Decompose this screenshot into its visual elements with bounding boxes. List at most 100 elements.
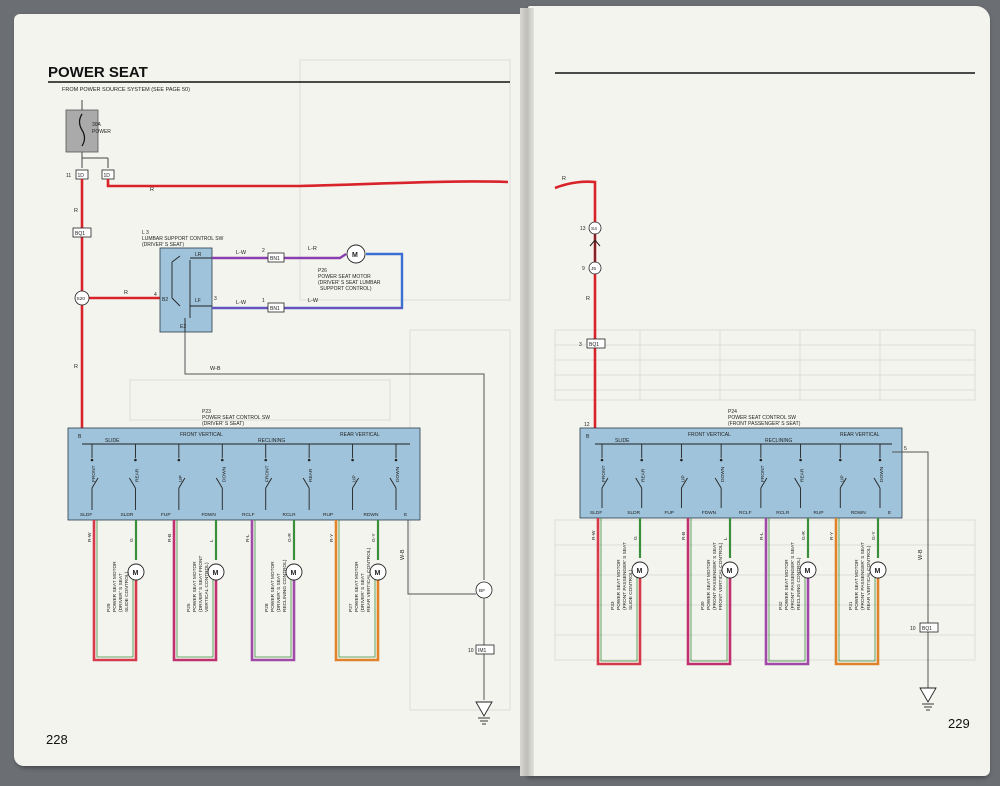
right-motor-label: P31 bbox=[848, 601, 854, 610]
right-motor-label: P30 bbox=[700, 601, 706, 610]
left-sw-blade bbox=[265, 477, 273, 489]
wire-label-lw: L-W bbox=[236, 250, 247, 256]
right-motor-label: P33 bbox=[610, 601, 616, 610]
right-sw-terminal-label: E bbox=[888, 510, 891, 516]
fuse-id: 30A bbox=[92, 122, 102, 128]
left-sw-blade bbox=[178, 477, 186, 489]
right-wire-label-r: R bbox=[562, 176, 566, 182]
right-sw-terminal-label: RUP bbox=[814, 510, 824, 516]
right-motor-wire-inner bbox=[600, 518, 638, 662]
lumbar-motor-sub: (DRIVER' S SEAT LUMBAR bbox=[318, 280, 381, 286]
left-sw-name: POWER SEAT CONTROL SW bbox=[202, 415, 270, 421]
lumbar-conn-bot-label: BN1 bbox=[270, 306, 280, 312]
left-sw-terminal-label: RDWN bbox=[364, 512, 379, 518]
right-motor-wire-inner bbox=[838, 518, 876, 662]
lumbar-ground-wire bbox=[184, 332, 485, 580]
main-power-wires-left bbox=[80, 179, 509, 428]
left-motor-wire-loop bbox=[334, 520, 380, 662]
left-motor-m: M bbox=[213, 570, 219, 577]
fuse-conn-left-label: 1D bbox=[78, 173, 85, 179]
left-motor-wire-label: R-Y bbox=[329, 533, 335, 542]
left-motor-label: P27 bbox=[348, 603, 354, 612]
left-motor-wire-label: G-Y bbox=[371, 533, 377, 542]
fuse-name: POWER bbox=[92, 129, 111, 135]
right-motor-icon bbox=[721, 561, 739, 579]
left-sw-position-label: FRONT bbox=[91, 465, 97, 482]
fuse-pin-left: 11 bbox=[66, 173, 71, 179]
right-motor-label: POWER SEAT MOTOR bbox=[706, 559, 712, 610]
lumbar-motor-icon bbox=[346, 244, 366, 264]
left-motor-m: M bbox=[375, 570, 381, 577]
left-sw-position-label: DOWN bbox=[395, 466, 401, 482]
right-sw-top-pin-num: 12 bbox=[584, 422, 590, 428]
junction-bf-label: BF bbox=[479, 588, 485, 594]
left-motor-wire-loop bbox=[92, 520, 138, 662]
right-sw-ground-wire bbox=[892, 451, 929, 690]
left-motor-wire-label: R-B bbox=[167, 534, 173, 542]
right-sw-group-rec: RECLINING bbox=[765, 438, 792, 444]
right-ground-symbol-icon bbox=[919, 687, 937, 703]
right-sw-terminal-label: RCLF bbox=[739, 510, 752, 516]
right-motor-wire-loop bbox=[596, 518, 642, 666]
right-sw-contact-dot bbox=[719, 458, 723, 462]
left-motor-label: POWER SEAT MOTOR bbox=[354, 561, 360, 612]
lumbar-switch-sub: (DRIVER' S SEAT) bbox=[142, 242, 184, 248]
left-sw-position-label: DOWN bbox=[221, 466, 227, 482]
right-motor-wire-inner bbox=[690, 518, 728, 662]
lumbar-conn-bot bbox=[267, 302, 285, 313]
left-motor-wire-inner bbox=[176, 520, 214, 658]
lumbar-conn-top bbox=[267, 252, 285, 263]
left-sw-terminal-label: RCLR bbox=[283, 512, 297, 518]
left-motor-icon bbox=[285, 563, 303, 581]
lumbar-pin-lf: LF bbox=[195, 298, 201, 304]
left-motor-label: SLIDE CONTROL) bbox=[124, 571, 130, 612]
right-sw-position-label: DOWN bbox=[720, 466, 726, 482]
right-sw-position-label: FRONT bbox=[601, 465, 607, 482]
right-sw-contact-dot bbox=[759, 458, 763, 462]
junction-bq1-left-label: BQ1 bbox=[75, 231, 85, 237]
junction-s4-pin: 13 bbox=[580, 226, 586, 232]
left-sw-contact-dot bbox=[220, 458, 224, 462]
left-sw-position-label: REAR bbox=[308, 468, 314, 482]
left-motor-wire-label: G bbox=[129, 538, 135, 542]
lumbar-switch-contacts bbox=[171, 255, 212, 332]
left-sw-contact-dot bbox=[177, 458, 181, 462]
right-motor-icon bbox=[799, 561, 817, 579]
left-motor-label: (DRIVER' S SEAT bbox=[118, 573, 124, 612]
right-sw-position-label: FRONT bbox=[760, 465, 766, 482]
right-motor-wire-label: R-Y bbox=[829, 531, 835, 540]
lumbar-pin-e2: E2 bbox=[180, 324, 186, 330]
right-sw-position-label: REAR bbox=[641, 468, 647, 482]
right-sw-group-rv: REAR VERTICAL bbox=[840, 432, 880, 438]
left-motor-label: POWER SEAT MOTOR bbox=[192, 561, 198, 612]
lumbar-pin-num-3: 3 bbox=[214, 296, 217, 302]
book-gutter bbox=[520, 8, 534, 776]
right-sw-id: P24 bbox=[728, 409, 737, 415]
right-sw-contact-dot bbox=[640, 458, 644, 462]
right-motor-wire-label: G bbox=[633, 536, 639, 540]
right-motor-label: (FRONT PASSENGER' S SEAT bbox=[622, 542, 628, 610]
right-motor-m: M bbox=[805, 568, 811, 575]
lumbar-pin-num-4: 4 bbox=[154, 292, 157, 298]
lumbar-conn-top-pin: 2 bbox=[262, 248, 265, 254]
left-sw-terminal-label: RCLF bbox=[242, 512, 255, 518]
right-earth-icon bbox=[922, 703, 934, 711]
left-motor-label: POWER SEAT MOTOR bbox=[112, 561, 118, 612]
wire-label-r-mid: R bbox=[124, 290, 128, 296]
left-sw-contact-dot bbox=[351, 458, 354, 462]
left-sw-contact-dot bbox=[90, 458, 94, 462]
left-motor-label: (DRIVER' S SEAT FRONT bbox=[198, 555, 204, 612]
right-sw-name: POWER SEAT CONTROL SW bbox=[728, 415, 796, 421]
right-sw-group-fv: FRONT VERTICAL bbox=[688, 432, 731, 438]
right-motor-wire-label: R-L bbox=[759, 532, 765, 540]
right-motor-label: POWER SEAT MOTOR bbox=[784, 559, 790, 610]
right-sw-terminal-label: SLDR bbox=[627, 510, 640, 516]
left-motor-wire-label: R-L bbox=[245, 534, 251, 542]
right-ground-wire-label: W-B bbox=[918, 549, 924, 560]
lumbar-motor-name: POWER SEAT MOTOR bbox=[318, 274, 371, 280]
lumbar-conn-bot-pin: 1 bbox=[262, 298, 265, 304]
left-ground-wire-label: W-B bbox=[400, 549, 406, 560]
